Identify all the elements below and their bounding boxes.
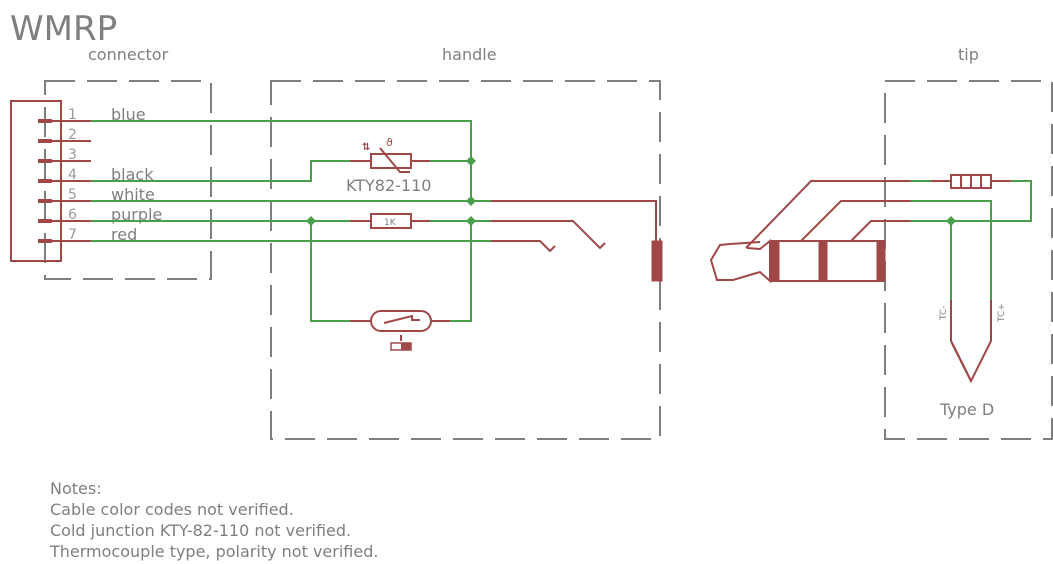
notes-block: Notes: Cable color codes not verified. C… [49,479,378,561]
pin-number: 2 [68,127,77,143]
section-label-tip: tip [958,45,979,64]
kty-label: KTY82-110 [346,176,431,195]
notes-heading: Notes: [50,479,102,498]
pin-number: 4 [68,167,77,183]
wires [91,120,491,322]
plug-connector [709,180,911,284]
pin-labels: 1 2 3 4 5 6 7 blue black white purple re… [68,105,162,244]
connector-pin-contact [38,119,52,123]
svg-text:⇅: ⇅ [362,142,370,153]
kty-thermistor: ⇅ ϑ [350,136,430,173]
svg-text:ϑ: ϑ [386,136,393,149]
tc-plus-label: TC+ [997,303,1007,323]
note-line: Thermocouple type, polarity not verified… [49,542,378,561]
pin-number: 5 [68,187,77,203]
tip-wiring [911,174,1032,384]
connector-pin-contact [38,179,52,183]
connector-pin-contact [38,159,52,163]
section-label-handle: handle [442,45,497,64]
resistor-value: 1K [384,218,397,228]
pin-number: 3 [68,147,77,163]
reed-switch [350,310,450,351]
junctions [306,156,476,226]
junction-dot [466,196,476,206]
note-line: Cold junction KTY-82-110 not verified. [50,521,351,540]
connector-pin-contact [38,219,52,223]
schematic-title: WMRP [10,9,117,49]
junction-dot [466,156,476,166]
resistor-1k [350,213,430,229]
pin-label-red: red [111,225,137,244]
pin-label-white: white [111,185,155,204]
thermocouple-type-label: Type D [939,400,994,419]
pin-label-purple: purple [111,205,162,224]
section-label-connector: connector [88,45,169,64]
pin-number: 1 [68,107,77,123]
pin-number: 6 [68,207,77,223]
tip-frame [884,80,1053,440]
pin-label-blue: blue [111,105,146,124]
wire-switch-left [310,221,350,322]
connector-pin-contact [38,239,52,243]
junction-dot [466,216,476,226]
jack-socket [651,240,663,282]
junction-dot [306,216,316,226]
handle-frame [270,80,661,440]
handle-to-jack-wires [491,200,663,282]
connector-symbol [10,100,91,262]
tc-minus-label: TC- [939,305,949,321]
wire-switch-right [450,221,472,322]
pin-label-black: black [111,165,154,184]
connector-pin-contact [38,139,52,143]
pin-number: 7 [68,227,77,243]
wire-blue [91,120,472,201]
note-line: Cable color codes not verified. [50,500,294,519]
connector-pin-contact [38,199,52,203]
wire-black [91,160,350,182]
